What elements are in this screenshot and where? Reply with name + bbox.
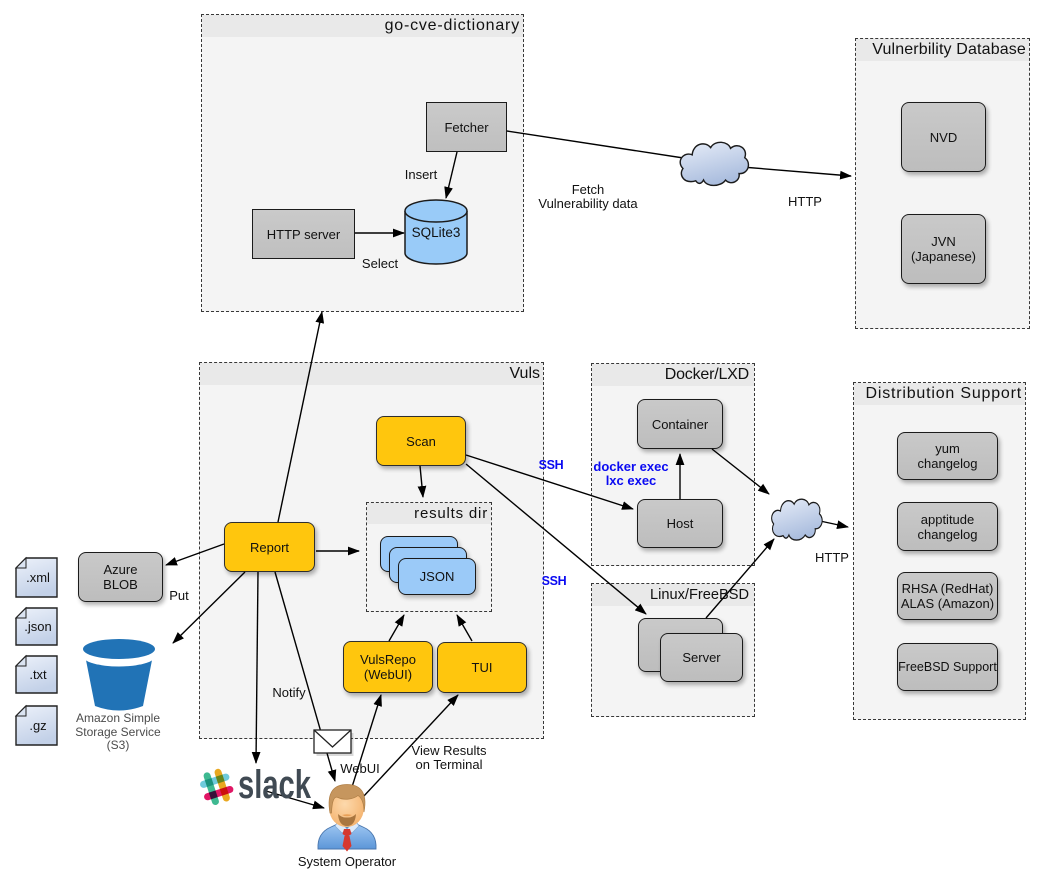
- svg-text:.xml: .xml: [26, 570, 50, 585]
- svg-text:.txt: .txt: [29, 667, 47, 682]
- svg-text:slack: slack: [238, 763, 312, 807]
- svg-text:.json: .json: [24, 619, 51, 634]
- svg-text:.gz: .gz: [29, 718, 46, 733]
- svg-text:SQLite3: SQLite3: [412, 225, 461, 240]
